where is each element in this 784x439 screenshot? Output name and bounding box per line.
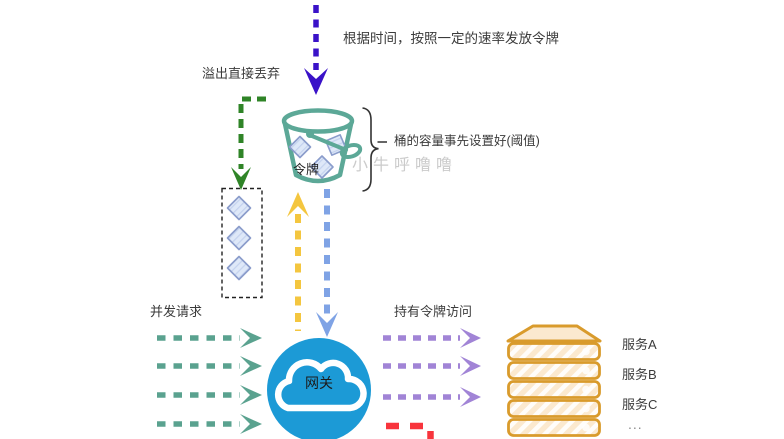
token-label: 令牌 <box>293 162 320 177</box>
reject-arrow-icon <box>386 422 434 439</box>
token-diamond-icon <box>226 195 252 221</box>
service-c-label: 服务C <box>622 397 658 412</box>
gateway-label: 网关 <box>305 375 333 391</box>
token-fetch-arrow-icon <box>287 192 309 331</box>
service-b-label: 服务B <box>622 367 657 382</box>
token-access-label: 持有令牌访问 <box>394 304 473 319</box>
overflow-label: 溢出直接丢弃 <box>202 66 281 81</box>
token-diamond-icon <box>288 135 312 159</box>
issue-rate-arrow-icon <box>304 5 328 95</box>
discard-box-icon <box>221 187 263 299</box>
capacity-label: 桶的容量事先设置好(阈值) <box>394 134 540 148</box>
token-access-arrows-icon <box>383 328 481 407</box>
overflow-arrow-icon <box>231 96 266 190</box>
server-stack-icon <box>506 324 602 437</box>
token-diamond-icon <box>226 225 252 251</box>
concurrent-request-arrows-icon <box>157 328 262 434</box>
bucket-ladle-icon <box>306 130 363 159</box>
issue-rate-label: 根据时间，按照一定的速率发放令牌 <box>343 31 559 46</box>
gateway-cloud-icon <box>267 338 371 439</box>
capacity-brace-icon <box>362 107 387 192</box>
service-a-label: 服务A <box>622 337 657 352</box>
token-bucket-icon <box>281 108 363 184</box>
token-diamond-icon <box>226 255 252 281</box>
token-grant-arrow-icon <box>316 189 338 337</box>
watermark: 小牛呼噜噜 <box>352 157 458 174</box>
token-diamond-icon <box>310 155 334 179</box>
services-ellipsis-label: ... <box>628 416 643 432</box>
concurrent-requests-label: 并发请求 <box>150 304 203 319</box>
